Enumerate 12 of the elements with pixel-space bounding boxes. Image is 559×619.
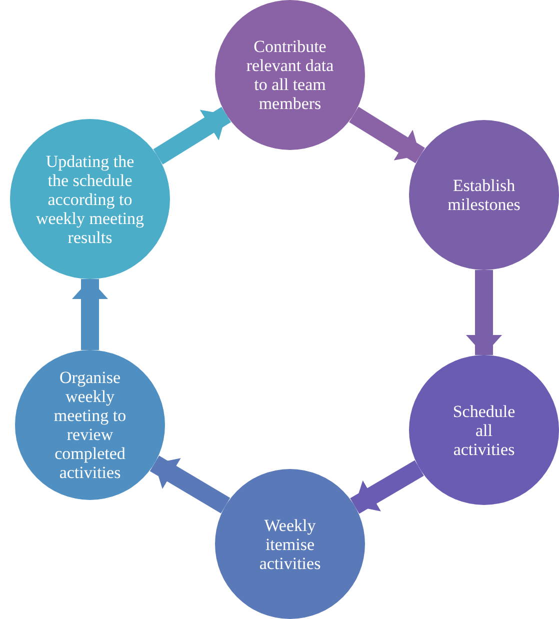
step-text: Organise weekly meeting to review completed activities [52, 368, 128, 482]
step-text: Weekly itemise activities [258, 516, 322, 572]
block-arrow [150, 456, 230, 514]
step-text: Updating the the schedule according to weekly meeting results [35, 152, 145, 246]
step-text: Schedule all activities [452, 402, 516, 458]
block-arrow [349, 106, 425, 164]
block-arrow [153, 106, 232, 164]
block-arrow [72, 279, 108, 350]
step-text: Contribute relevant data to all team members [245, 37, 335, 113]
block-arrow [350, 460, 424, 514]
block-arrow [466, 270, 502, 355]
step-text: Establish milestones [446, 176, 522, 214]
